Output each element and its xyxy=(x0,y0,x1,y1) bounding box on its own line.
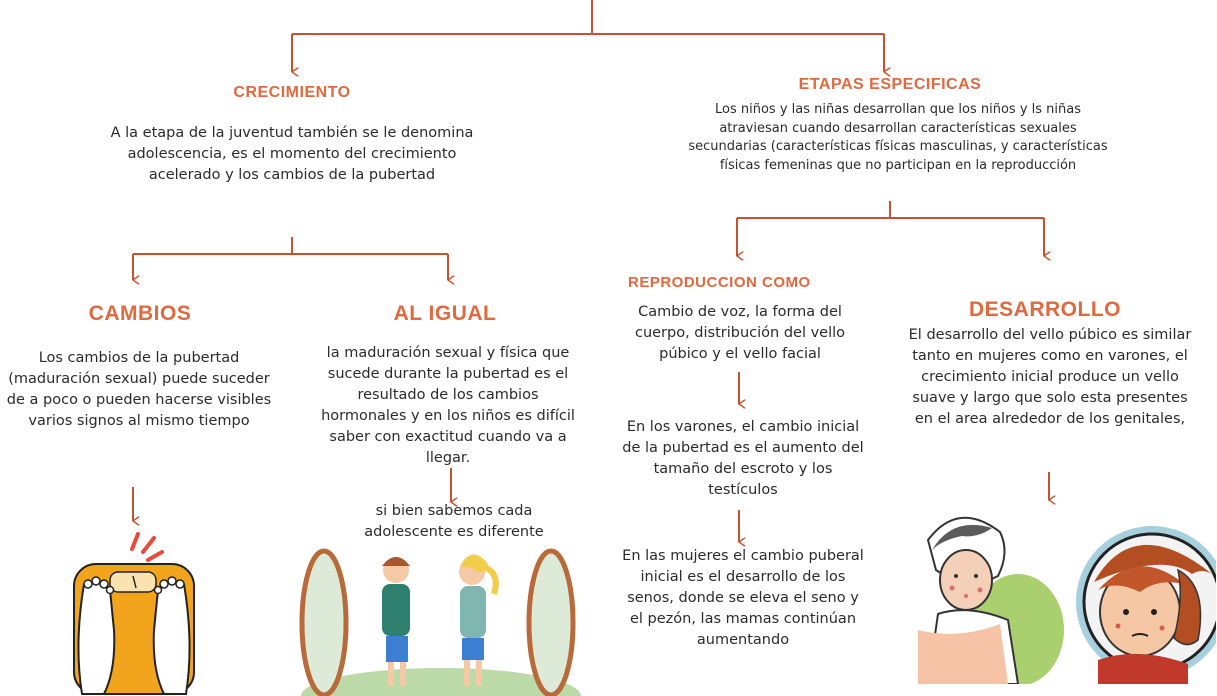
al-igual-heading: AL IGUAL xyxy=(393,302,497,325)
al-igual-subtext: si bien sabemos cada adolescente es dife… xyxy=(364,503,544,540)
cambios-heading: CAMBIOS xyxy=(88,302,192,325)
reproduccion-text-1: Cambio de voz, la forma del cuerpo, dist… xyxy=(634,304,846,362)
bathroom-scale-image xyxy=(73,532,195,695)
reproduccion-text-2: En los varones, el cambio inicial de la … xyxy=(622,419,864,498)
alert-marks-icon xyxy=(130,532,164,562)
girl-figure xyxy=(459,554,499,686)
girl-face xyxy=(918,516,1020,684)
boy-figure xyxy=(382,557,410,686)
reproduccion-heading: REPRODUCCION COMO xyxy=(628,274,811,291)
crecimiento-text: A la etapa de la juventud también se le … xyxy=(110,125,474,183)
etapas-text: Los niños y las niñas desarrollan que lo… xyxy=(688,102,1108,173)
crecimiento-heading: CRECIMIENTO xyxy=(233,84,351,101)
teens-image xyxy=(918,516,1216,684)
desarrollo-text: El desarrollo del vello púbico es simila… xyxy=(908,327,1192,427)
desarrollo-heading: DESARROLLO xyxy=(969,298,1121,321)
boy-face xyxy=(1076,526,1216,684)
kids-mirror-image xyxy=(299,548,581,696)
cambios-text: Los cambios de la pubertad (maduración s… xyxy=(6,350,272,429)
reproduccion-text-3: En las mujeres el cambio puberal inicial… xyxy=(622,548,864,648)
al-igual-text: la maduración sexual y física que sucede… xyxy=(321,345,575,466)
etapas-heading: ETAPAS ESPECIFICAS xyxy=(798,76,982,93)
